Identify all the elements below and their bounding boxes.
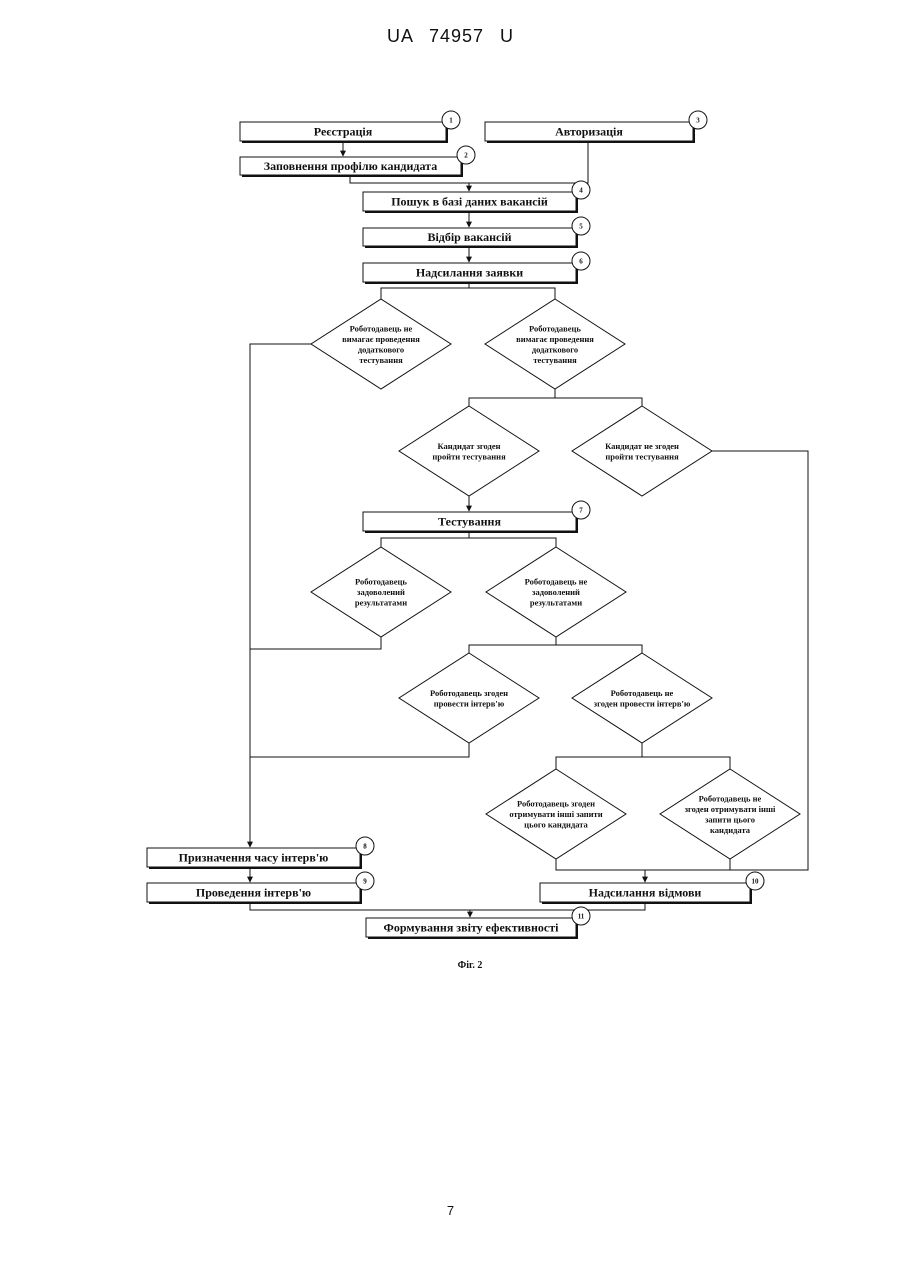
connector-no-test-to-schedule (250, 344, 311, 847)
connector-agrees-interview-to-left (250, 743, 469, 757)
box-label-testing: Тестування (438, 515, 501, 529)
step-number-search: 4 (579, 187, 583, 195)
box-label-send-refusal: Надсилання відмови (589, 886, 702, 900)
box-label-schedule-interview: Призначення часу інтерв'ю (179, 851, 329, 865)
decision-label-satisfied: Роботодавецьзадоволенийрезультатами (355, 577, 408, 608)
connector-to-agrees-requests (556, 743, 642, 769)
step-number-registration: 1 (449, 117, 453, 125)
page-number: 7 (0, 1203, 901, 1218)
step-number-send-application: 6 (579, 258, 583, 266)
decision-label-candidate-disagrees: Кандидат не згоденпройти тестування (605, 441, 679, 462)
connector-to-agrees-interview (469, 637, 556, 653)
box-label-efficiency-report: Формування звіту ефективності (384, 921, 560, 935)
step-number-conduct-interview: 9 (363, 878, 367, 886)
shapes: Реєстрація 1Авторизація 3Заповнення профіл… (147, 111, 800, 939)
box-label-search: Пошук в базі даних вакансій (391, 195, 548, 209)
step-number-testing: 7 (579, 507, 583, 515)
connector-agrees-requests-to-refusal (556, 859, 645, 870)
step-number-selection: 5 (579, 223, 583, 231)
connector-to-disagrees-requests (642, 757, 730, 769)
connector-to-no-extra-test (381, 282, 469, 299)
connector-to-disagrees-interview (556, 645, 642, 653)
connector-to-satisfied (381, 531, 469, 547)
connector-to-not-satisfied (469, 538, 556, 547)
step-number-authorization: 3 (696, 117, 700, 125)
step-number-profile: 2 (464, 152, 468, 160)
step-number-schedule-interview: 8 (363, 843, 367, 851)
box-label-registration: Реєстрація (314, 125, 373, 139)
box-label-authorization: Авторизація (555, 125, 623, 139)
box-label-send-application: Надсилання заявки (416, 266, 523, 280)
box-label-conduct-interview: Проведення інтерв'ю (196, 886, 311, 900)
connector-disagrees-requests-to-refusal (645, 859, 730, 870)
decision-label-candidate-agrees: Кандидат згоденпройти тестування (432, 441, 506, 462)
decision-label-agrees-interview: Роботодавець згоденпровести інтерв'ю (430, 688, 508, 709)
box-label-selection: Відбір вакансій (427, 230, 511, 244)
connector-to-candidate-disagrees (555, 398, 642, 406)
decision-label-not-satisfied: Роботодавець незадоволенийрезультатами (525, 577, 588, 608)
figure-caption: Фіг. 2 (458, 960, 483, 971)
connector-to-candidate-agrees (469, 389, 555, 406)
box-label-profile: Заповнення профілю кандидата (264, 159, 437, 173)
connector-to-extra-test (469, 288, 555, 299)
connector-satisfied-to-left (250, 637, 381, 649)
step-number-efficiency-report: 11 (578, 913, 585, 921)
step-number-send-refusal: 10 (752, 878, 760, 886)
